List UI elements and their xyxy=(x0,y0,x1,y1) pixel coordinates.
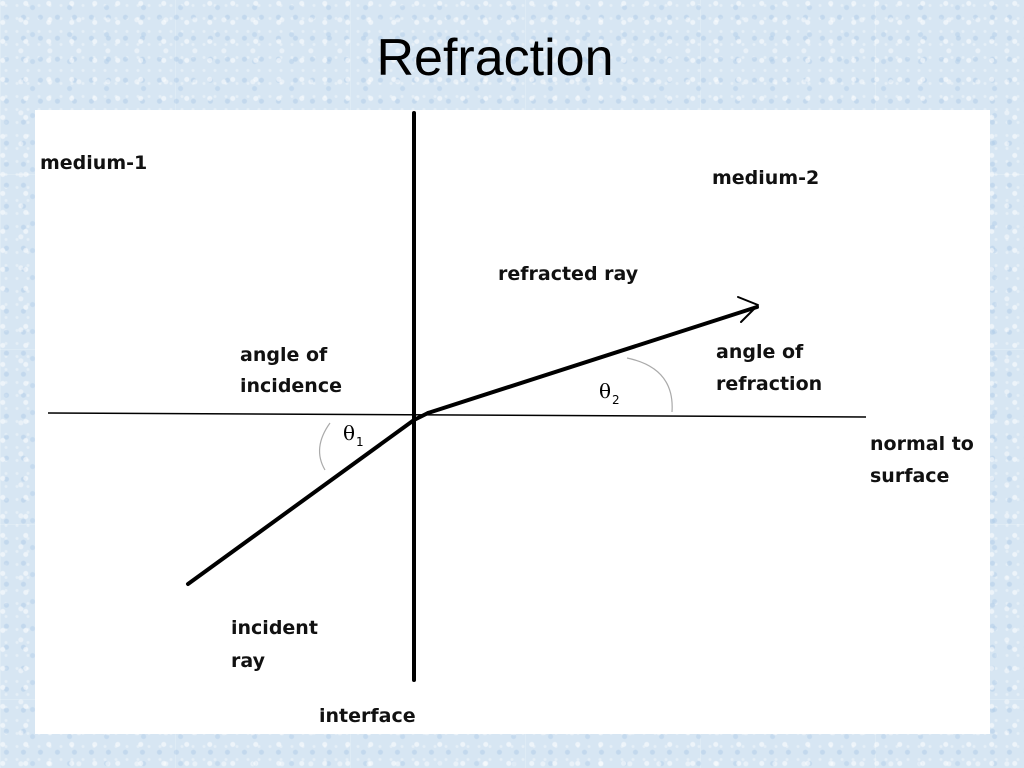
angle-of-incidence-label-line1: angle of xyxy=(240,344,328,366)
theta2-subscript: 2 xyxy=(612,393,620,407)
incident-ray-label-line2: ray xyxy=(231,650,266,672)
diagram-panel xyxy=(35,110,990,734)
normal-to-surface-label-line2: surface xyxy=(870,465,949,487)
medium-2-label: medium-2 xyxy=(712,167,819,189)
angle-of-refraction-label-line1: angle of xyxy=(716,341,804,363)
normal-line xyxy=(47,412,867,418)
theta2-symbol: θ xyxy=(599,379,611,403)
interface-label: interface xyxy=(319,705,416,727)
theta1-arc xyxy=(319,422,331,471)
refracted-ray-arrowhead xyxy=(737,296,759,323)
angle-of-refraction-label-line2: refraction xyxy=(716,373,822,395)
refracted-ray xyxy=(426,305,759,415)
refracted-ray-label: refracted ray xyxy=(498,263,639,285)
theta1-symbol: θ xyxy=(343,421,355,445)
incident-ray-label-line1: incident xyxy=(231,617,318,639)
refraction-point xyxy=(412,411,430,422)
theta2-arc xyxy=(626,357,673,413)
medium-1-label: medium-1 xyxy=(40,152,147,174)
theta1-subscript: 1 xyxy=(356,435,364,449)
normal-to-surface-label-line1: normal to xyxy=(870,433,974,455)
slide-title: Refraction xyxy=(376,29,614,87)
angle-of-incidence-label-line2: incidence xyxy=(240,375,342,397)
incident-ray xyxy=(186,418,416,586)
